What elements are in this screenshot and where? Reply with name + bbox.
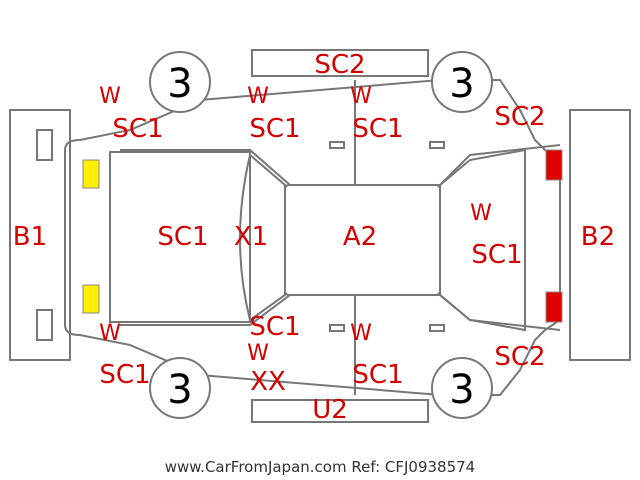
top-side-panel <box>251 49 429 77</box>
tire-front-left-label: 3 <box>167 61 192 107</box>
rear-light-bottom <box>545 291 563 323</box>
tire-front-right-label: 3 <box>167 367 192 413</box>
label-hood: SC1 <box>157 222 208 252</box>
label-right-pillar-sc1: SC1 <box>249 312 300 342</box>
label-left-mid-sc1: SC1 <box>352 114 403 144</box>
footer-reference: www.CarFromJapan.com Ref: CFJ0938574 <box>165 458 475 476</box>
label-bottom-panel: U2 <box>312 395 348 425</box>
label-right-mid-w: W <box>350 321 372 346</box>
label-rear-right-sc2: SC2 <box>494 342 545 372</box>
label-left-mid-w: W <box>350 84 372 109</box>
tire-front-left: 3 <box>149 51 211 113</box>
tire-rear-left-label: 3 <box>449 61 474 107</box>
label-roof-top-panel: SC2 <box>314 50 365 80</box>
label-left-pillar-w: W <box>247 84 269 109</box>
rear-light-top <box>545 149 563 181</box>
label-right-mid-sc1: SC1 <box>352 360 403 390</box>
mirror-top-left <box>329 141 345 149</box>
label-front-left-w: W <box>99 84 121 109</box>
tire-rear-left: 3 <box>431 51 493 113</box>
label-rear-bumper: B2 <box>581 222 615 252</box>
label-rear-left-sc2: SC2 <box>494 102 545 132</box>
label-front-right-w: W <box>99 321 121 346</box>
mirror-top-right <box>429 141 445 149</box>
label-rear-window-sc1: SC1 <box>471 240 522 270</box>
hood-area <box>109 151 251 323</box>
label-front-left-sc1: SC1 <box>112 114 163 144</box>
label-windshield: X1 <box>234 222 268 252</box>
bottom-side-panel <box>251 399 429 423</box>
front-light-bottom <box>82 284 100 314</box>
label-right-pillar-w: W <box>247 341 269 366</box>
rear-window-area <box>439 148 526 332</box>
label-front-right-sc1: SC1 <box>99 360 150 390</box>
windshield-area <box>239 153 286 322</box>
label-right-pillar-xx: XX <box>250 367 286 397</box>
label-rear-window-w: W <box>470 201 492 226</box>
front-bumper-notch-top <box>36 129 53 161</box>
mirror-bottom-right <box>429 324 445 332</box>
label-roof: A2 <box>343 222 377 252</box>
label-left-pillar-sc1: SC1 <box>249 114 300 144</box>
tire-rear-right-label: 3 <box>449 367 474 413</box>
front-light-top <box>82 159 100 189</box>
rear-bumper <box>569 109 631 361</box>
mirror-bottom-left <box>329 324 345 332</box>
tire-rear-right: 3 <box>431 357 493 419</box>
tire-front-right: 3 <box>149 357 211 419</box>
label-front-bumper: B1 <box>13 222 47 252</box>
front-bumper-notch-bottom <box>36 309 53 341</box>
